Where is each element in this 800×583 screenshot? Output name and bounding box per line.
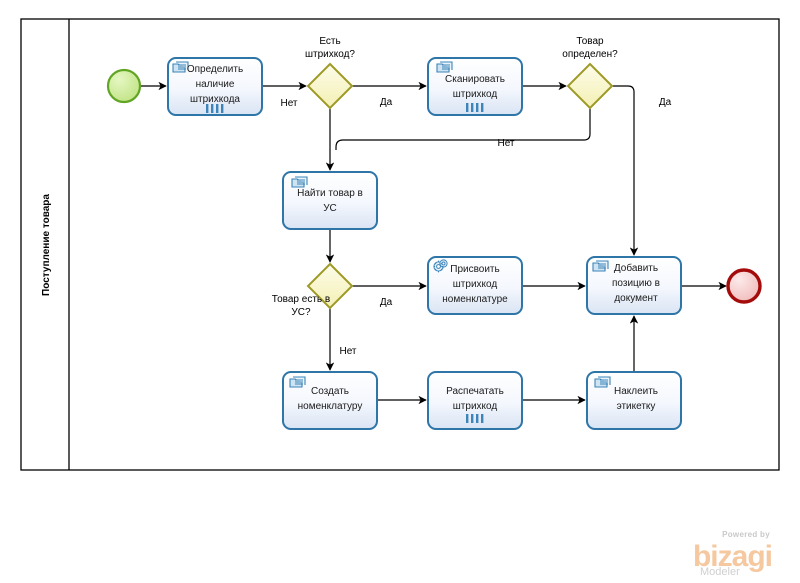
parallel-multi-instance-marker-icon [206, 104, 224, 113]
task-label-line-1: Определить [187, 64, 243, 75]
gateway-label-line-1: Есть [319, 36, 340, 47]
task-nayti-tovar-v-us[interactable]: Найти товар в УС [282, 171, 378, 230]
branding-product: Modeler [700, 566, 740, 578]
task-label-line-1: Найти товар в [297, 188, 363, 199]
flow-g2-no-to-t3 [335, 108, 591, 150]
task-nakleit-etiketku[interactable]: Наклеить этикетку [586, 371, 682, 430]
branding-name: bizagi [693, 540, 772, 573]
task-raspechatat-shtrihkod[interactable]: Распечатать штрихкод [427, 371, 523, 430]
gateway-label-line-2: УС? [291, 307, 311, 318]
flow-label-da-3: Да [380, 297, 393, 308]
task-prisvoit-shtrihkod-nomenklature[interactable]: Присвоить штрихкод номенклатуре [427, 256, 523, 315]
gateway-tovar-est-v-us[interactable]: Товар есть в УС? [272, 262, 354, 318]
task-label-line-2: этикетку [617, 401, 656, 412]
task-skanirovat-shtrihkod[interactable]: Сканировать штрихкод [427, 57, 523, 116]
manual-task-icon [594, 376, 611, 388]
gateway-label-line-1: Товар есть в [272, 294, 330, 305]
task-label-line-2: штрихкод [453, 89, 498, 100]
task-label-line-1: Распечатать [446, 386, 504, 397]
flow-labels: Нет Да Да Нет Да Нет [280, 97, 671, 357]
task-label-line-2: номенклатуру [298, 401, 363, 412]
lane-header: Поступление товара [41, 194, 52, 296]
flow-label-da-1: Да [380, 97, 393, 108]
task-label-line-2: штрихкод [453, 279, 498, 290]
task-label-line-1: Добавить [614, 262, 658, 274]
flow-label-net-1: Нет [280, 98, 297, 109]
task-label-line-3: штрихкода [190, 94, 240, 105]
sequence-flows [140, 81, 727, 405]
end-event[interactable] [726, 268, 762, 304]
task-label-line-2: УС [323, 203, 337, 214]
flow-label-net-3: Нет [339, 346, 356, 357]
pool-frame [20, 18, 780, 471]
manual-task-icon [592, 260, 609, 272]
task-dobavit-poziciyu-v-dokument[interactable]: Добавить позицию в документ [586, 256, 682, 315]
gateway-label-line-2: штрихкод? [305, 49, 355, 60]
manual-task-icon [291, 176, 308, 188]
gateway-est-shtrihkod[interactable]: Есть штрихкод? [305, 36, 355, 110]
manual-task-icon [172, 61, 189, 73]
flow-label-da-2: Да [659, 97, 672, 108]
task-label-line-1: Сканировать [445, 74, 505, 85]
task-label-line-1: Присвоить [450, 264, 499, 275]
branding-powered-by: Powered by [722, 530, 770, 539]
task-label-line-3: номенклатуре [442, 294, 508, 305]
task-label-line-3: документ [614, 293, 658, 304]
task-opredelit-nalichie-shtrihkoda[interactable]: Определить наличие штрихкода [167, 57, 263, 116]
lane-title-text: Поступление товара [41, 194, 52, 296]
gateway-tovar-opredelen[interactable]: Товар определен? [562, 36, 618, 110]
gateway-label-line-2: определен? [562, 49, 618, 60]
task-label-line-2: позицию в [612, 278, 660, 289]
bizagi-branding: Powered by bizagi Modeler [693, 530, 773, 578]
gateway-label-line-1: Товар [576, 36, 604, 47]
task-label-line-2: наличие [196, 79, 235, 90]
task-sozdat-nomenklaturu[interactable]: Создать номенклатуру [282, 371, 378, 430]
flow-g2-yes-to-t5 [612, 85, 639, 256]
parallel-multi-instance-marker-icon [466, 103, 484, 112]
flow-label-net-2: Нет [497, 138, 514, 149]
task-label-line-1: Наклеить [614, 386, 658, 397]
task-label-line-1: Создать [311, 386, 349, 397]
task-label-line-2: штрихкод [453, 401, 498, 412]
manual-task-icon [289, 376, 306, 388]
service-task-icon [433, 259, 448, 273]
manual-task-icon [436, 61, 453, 73]
start-event[interactable] [106, 68, 142, 104]
parallel-multi-instance-marker-icon [466, 414, 484, 423]
